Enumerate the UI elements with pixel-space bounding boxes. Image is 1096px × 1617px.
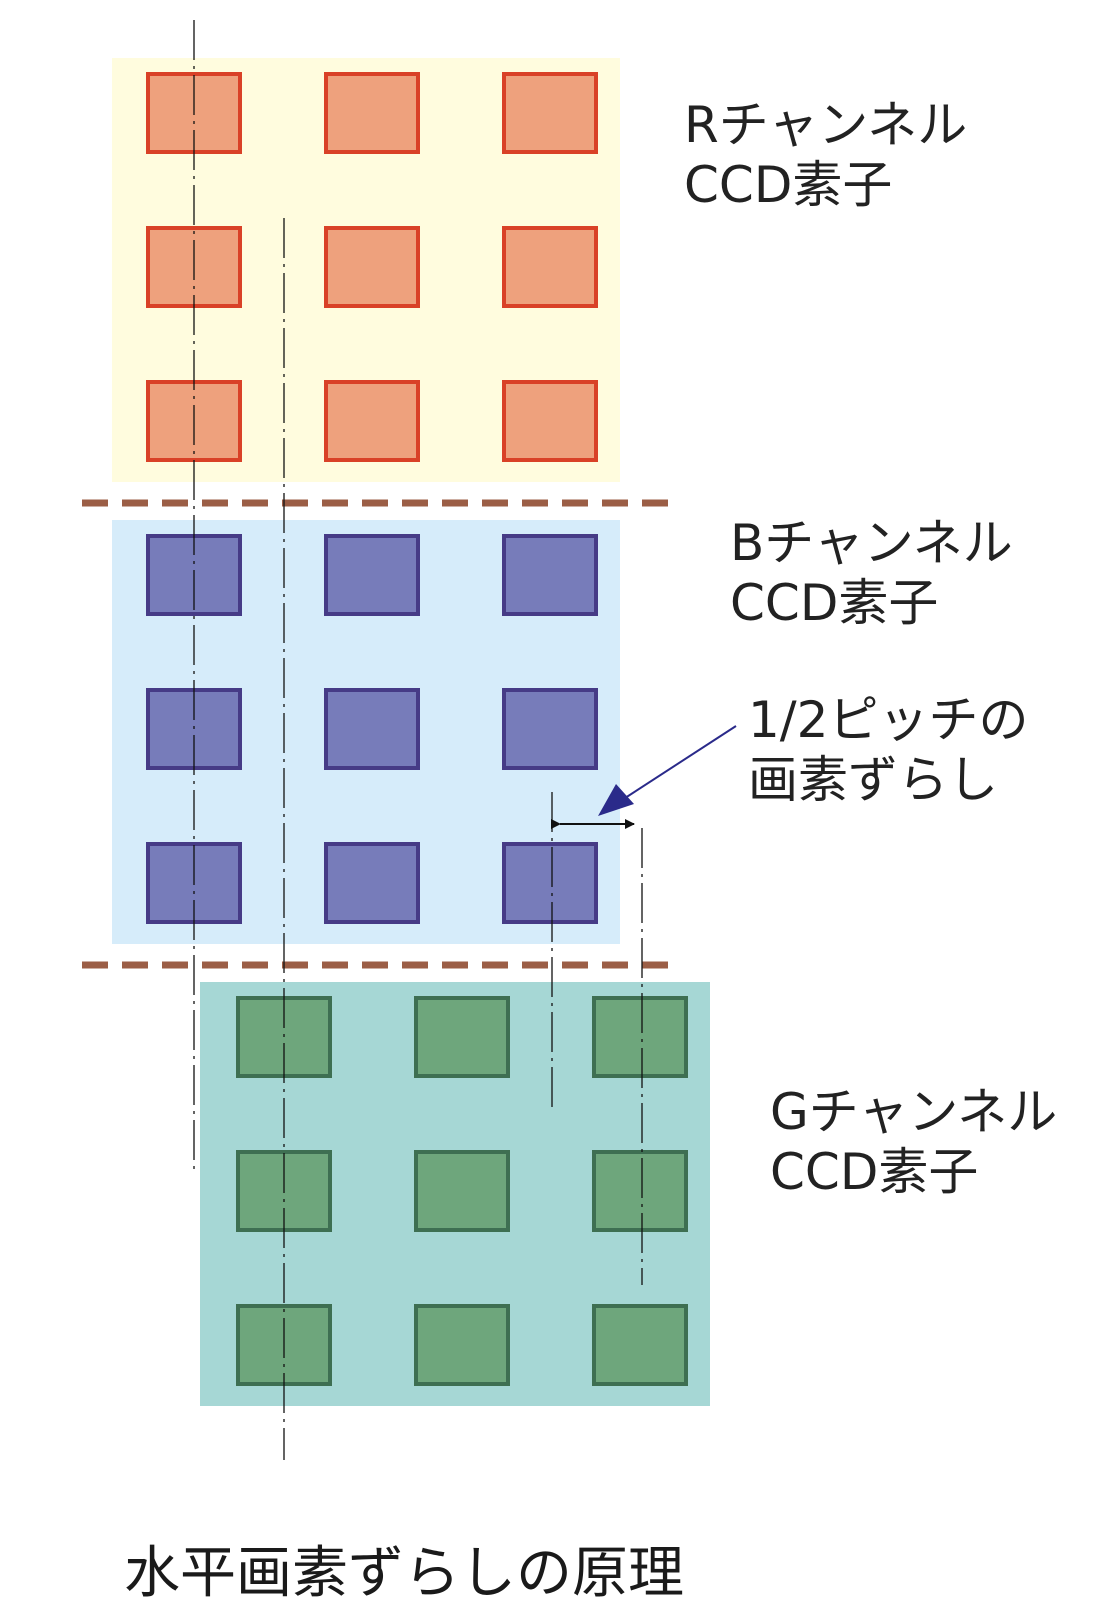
r-ccd-cell-2-1: [324, 380, 420, 462]
b-ccd-cell-2-1: [324, 842, 420, 924]
r-ccd-cell-2-2: [502, 380, 598, 462]
b-channel-label-line1: Bチャンネル: [730, 514, 1013, 572]
r-channel-label-line1: Rチャンネル: [684, 96, 968, 154]
shift-label-line1: 1/2ピッチの: [748, 691, 1029, 749]
b-ccd-cell-2-2: [502, 842, 598, 924]
g-channel-label-line1: Gチャンネル: [770, 1083, 1058, 1141]
g-ccd-cell-2-1: [414, 1304, 510, 1386]
r-ccd-cell-0-2: [502, 72, 598, 154]
g-ccd-cell-1-1: [414, 1150, 510, 1232]
shift-label-line2: 画素ずらし: [748, 751, 998, 809]
b-ccd-cell-0-1: [324, 534, 420, 616]
g-ccd-cell-0-2: [592, 996, 688, 1078]
callout-arrowhead: [598, 784, 634, 816]
g-ccd-cell-2-2: [592, 1304, 688, 1386]
b-ccd-cell-0-2: [502, 534, 598, 616]
r-ccd-cell-1-1: [324, 226, 420, 308]
g-ccd-cell-1-2: [592, 1150, 688, 1232]
b-ccd-cell-1-2: [502, 688, 598, 770]
b-channel-label-line2: CCD素子: [730, 574, 939, 632]
g-ccd-cell-0-1: [414, 996, 510, 1078]
diagram-title: 水平画素ずらしの原理: [124, 1541, 684, 1606]
g-channel-label-line2: CCD素子: [770, 1143, 979, 1201]
r-ccd-cell-1-2: [502, 226, 598, 308]
b-ccd-cell-1-1: [324, 688, 420, 770]
r-channel-label-line2: CCD素子: [684, 156, 893, 214]
callout-leader-line: [621, 725, 737, 801]
r-ccd-cell-0-1: [324, 72, 420, 154]
